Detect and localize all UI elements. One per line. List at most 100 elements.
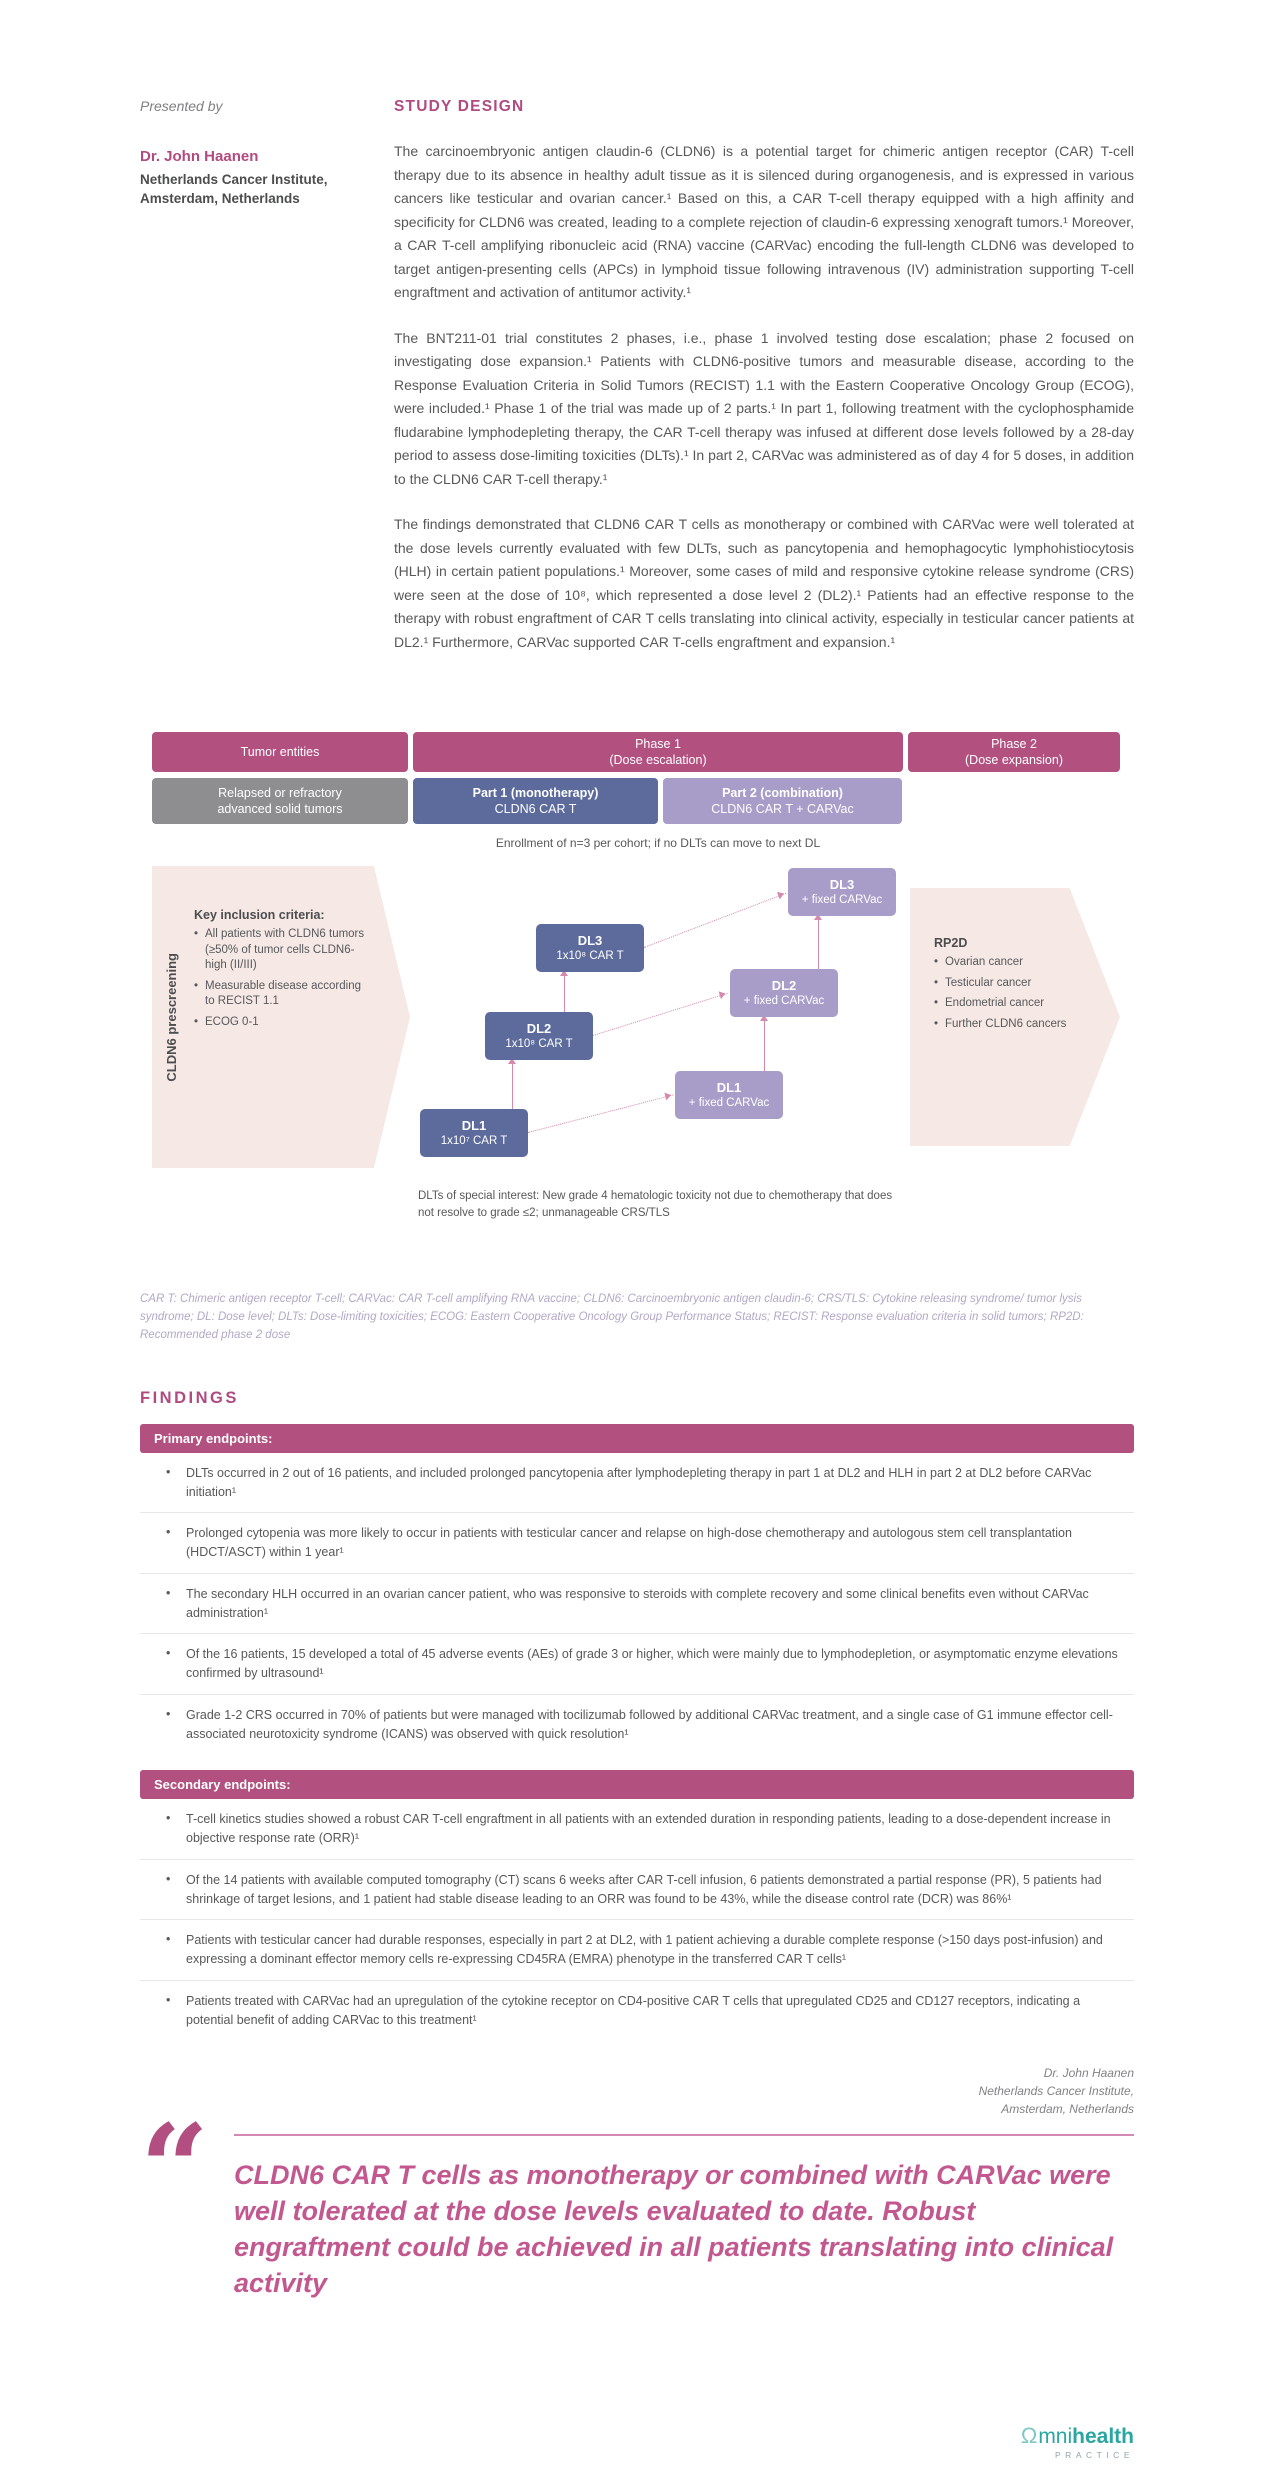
- dose-level-3-box: DL3 1x10⁸ CAR T: [536, 924, 644, 972]
- diagram-subheader-row: Relapsed or refractory advanced solid tu…: [152, 778, 1120, 824]
- part2-combination-bar: Part 2 (combination) CLDN6 CAR T + CARVa…: [663, 778, 902, 824]
- omega-logo-icon: Ω: [1020, 2423, 1038, 2448]
- omnihealth-logo: Ωmnihealth PRACTICE: [1020, 2423, 1134, 2461]
- presented-by-label: Presented by: [140, 98, 223, 114]
- prescreening-label-wrap: CLDN6 prescreening: [154, 866, 188, 1168]
- dlt-special-interest-note: DLTs of special interest: New grade 4 he…: [418, 1190, 893, 1219]
- quote-mark-icon: “: [140, 2098, 210, 2240]
- rp2d-item: Endometrial cancer: [934, 996, 1084, 1012]
- attribution-name: Dr. John Haanen: [1043, 2066, 1134, 2081]
- phase2-title: Phase 2: [991, 736, 1037, 751]
- connector-dl1-dl2: [508, 1058, 516, 1109]
- primary-finding-item: The secondary HLH occurred in an ovarian…: [140, 1572, 1134, 1634]
- connector-dl1-carvac: [527, 1094, 674, 1133]
- presenter-institute: Netherlands Cancer Institute,: [140, 172, 328, 187]
- study-design-paragraph-3: The findings demonstrated that CLDN6 CAR…: [394, 516, 1134, 650]
- rp2d-title: RP2D: [934, 936, 968, 950]
- primary-finding-item: Grade 1-2 CRS occurred in 70% of patient…: [140, 1693, 1134, 1755]
- phase1-subtitle: (Dose escalation): [609, 753, 707, 767]
- secondary-endpoints-header: Secondary endpoints:: [140, 1770, 1134, 1800]
- dl1-dose: 1x10⁷ CAR T: [440, 1134, 508, 1147]
- criteria-item: All patients with CLDN6 tumors (≥50% of …: [194, 927, 366, 974]
- part2-subtitle: CLDN6 CAR T + CARVac: [711, 802, 854, 816]
- dose-level-2-carvac-box: DL2 + fixed CARVac: [730, 969, 838, 1017]
- study-design-section: STUDY DESIGN The carcinoembryonic antige…: [394, 98, 1134, 676]
- connector-dl2-dl3: [560, 970, 568, 1012]
- header-section: Presented by Dr. John Haanen Netherlands…: [0, 0, 1266, 676]
- connector-c2-c3: [814, 914, 822, 969]
- dose-level-3-carvac-box: DL3 + fixed CARVac: [788, 868, 896, 916]
- part2-title: Part 2 (combination): [722, 785, 843, 800]
- secondary-finding-item: T-cell kinetics studies showed a robust …: [140, 1799, 1134, 1859]
- part1-subtitle: CLDN6 CAR T: [494, 802, 577, 816]
- diagram-header-row: Tumor entities Phase 1 (Dose escalation)…: [152, 732, 1120, 772]
- study-design-paragraph-2: The BNT211-01 trial constitutes 2 phases…: [394, 329, 1135, 487]
- quote-attribution: Dr. John Haanen Netherlands Cancer Insti…: [140, 2064, 1134, 2118]
- logo-wordmark: Ωmnihealth: [1020, 2423, 1134, 2448]
- rp2d-list: Ovarian cancer Testicular cancer Endomet…: [934, 955, 1084, 1032]
- dl2-dose: 1x10⁸ CAR T: [505, 1037, 573, 1050]
- presenter-location: Amsterdam, Netherlands: [140, 190, 300, 206]
- phase1-title: Phase 1: [635, 736, 681, 751]
- attribution-institute: Netherlands Cancer Institute,: [978, 2084, 1134, 2099]
- dose-level-1-box: DL1 1x10⁷ CAR T: [420, 1109, 528, 1157]
- c1-sub: + fixed CARVac: [688, 1096, 770, 1109]
- part1-monotherapy-bar: Part 1 (monotherapy) CLDN6 CAR T: [413, 778, 658, 824]
- relapsed-tumors-bar: Relapsed or refractory advanced solid tu…: [152, 778, 408, 824]
- tumor-entities-bar: Tumor entities: [152, 732, 408, 772]
- primary-endpoints-header: Primary endpoints:: [140, 1423, 1134, 1453]
- rp2d-item: Further CLDN6 cancers: [934, 1017, 1084, 1033]
- study-design-title: STUDY DESIGN: [394, 98, 525, 115]
- c2-label: DL2: [771, 977, 797, 993]
- part1-title: Part 1 (monotherapy): [472, 785, 599, 800]
- criteria-item: Measurable disease according to RECIST 1…: [194, 979, 366, 1010]
- dl2-label: DL2: [526, 1020, 552, 1036]
- phase2-subtitle: (Dose expansion): [965, 753, 1063, 767]
- c1-label: DL1: [716, 1079, 742, 1095]
- quote-text: CLDN6 CAR T cells as monotherapy or comb…: [234, 2160, 1114, 2298]
- dl3-dose: 1x10⁸ CAR T: [556, 949, 624, 962]
- dl1-label: DL1: [461, 1117, 487, 1133]
- enrollment-note: Enrollment of n=3 per cohort; if no DLTs…: [495, 836, 821, 850]
- inclusion-criteria-panel: Key inclusion criteria: All patients wit…: [194, 908, 366, 1035]
- prescreening-label: CLDN6 prescreening: [163, 952, 179, 1082]
- rp2d-item: Testicular cancer: [934, 976, 1084, 992]
- phase1-bar: Phase 1 (Dose escalation): [413, 732, 903, 772]
- c3-label: DL3: [829, 876, 855, 892]
- study-design-paragraph-1: The carcinoembryonic antigen claudin-6 (…: [394, 143, 1134, 300]
- connector-dl3-carvac: [643, 892, 787, 948]
- quote-divider-line: [234, 2134, 1134, 2137]
- tumor-entities-label: Tumor entities: [240, 744, 320, 759]
- connector-dl2-carvac: [592, 992, 728, 1036]
- primary-finding-item: Of the 16 patients, 15 developed a total…: [140, 1633, 1134, 1694]
- primary-finding-item: DLTs occurred in 2 out of 16 patients, a…: [140, 1453, 1134, 1513]
- primary-finding-item: Prolonged cytopenia was more likely to o…: [140, 1512, 1134, 1573]
- secondary-finding-item: Patients treated with CARVac had an upre…: [140, 1979, 1134, 2041]
- pull-quote: “ CLDN6 CAR T cells as monotherapy or co…: [140, 2098, 1134, 2302]
- attribution-location: Amsterdam, Netherlands: [1001, 2102, 1134, 2117]
- secondary-finding-item: Of the 14 patients with available comput…: [140, 1858, 1134, 1920]
- presenter-panel: Presented by Dr. John Haanen Netherlands…: [140, 98, 350, 676]
- dl3-label: DL3: [577, 932, 603, 948]
- dose-level-1-carvac-box: DL1 + fixed CARVac: [675, 1071, 783, 1119]
- lower-content: CAR T: Chimeric antigen receptor T-cell;…: [0, 1291, 1266, 2302]
- secondary-finding-item: Patients with testicular cancer had dura…: [140, 1919, 1134, 1980]
- secondary-endpoints-list: T-cell kinetics studies showed a robust …: [140, 1799, 1134, 2040]
- trial-design-diagram: Tumor entities Phase 1 (Dose escalation)…: [152, 732, 1120, 1221]
- relapsed-line1: Relapsed or refractory: [218, 785, 342, 800]
- rp2d-panel: RP2D Ovarian cancer Testicular cancer En…: [934, 936, 1084, 1037]
- inclusion-criteria-title: Key inclusion criteria:: [194, 908, 325, 922]
- dose-level-2-box: DL2 1x10⁸ CAR T: [485, 1012, 593, 1060]
- inclusion-criteria-list: All patients with CLDN6 tumors (≥50% of …: [194, 927, 366, 1030]
- connector-c1-c2: [760, 1015, 768, 1071]
- rp2d-item: Ovarian cancer: [934, 955, 1084, 971]
- logo-text-mni: mni: [1038, 2425, 1073, 2448]
- primary-endpoints-list: DLTs occurred in 2 out of 16 patients, a…: [140, 1453, 1134, 1755]
- c3-sub: + fixed CARVac: [801, 893, 883, 906]
- logo-text-health: health: [1072, 2425, 1134, 2448]
- criteria-item: ECOG 0-1: [194, 1015, 366, 1031]
- findings-title: FINDINGS: [140, 1388, 239, 1407]
- relapsed-line2: advanced solid tumors: [217, 802, 343, 816]
- c2-sub: + fixed CARVac: [743, 994, 825, 1007]
